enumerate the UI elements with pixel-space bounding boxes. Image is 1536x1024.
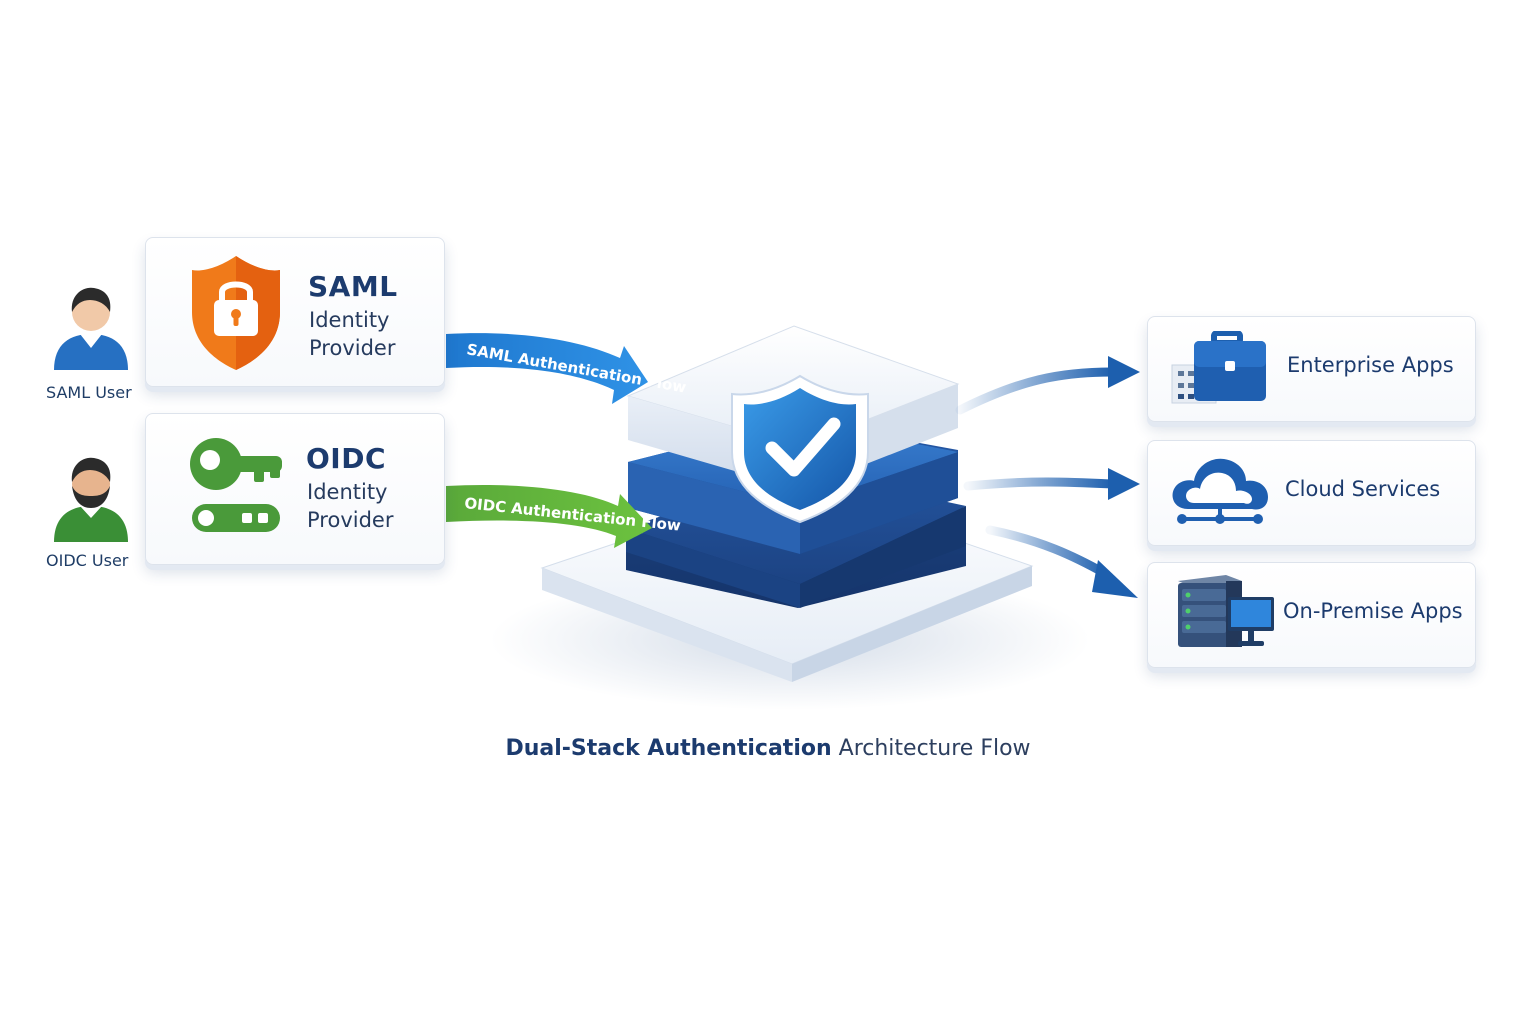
caption-bold: Dual-Stack Authentication: [505, 736, 832, 761]
oidc-identity-provider-card: OIDC Identity Provider: [145, 413, 445, 565]
cloud-network-icon: [1168, 455, 1272, 529]
saml-identity-provider-card: SAML Identity Provider: [145, 237, 445, 387]
shield-check-icon: [731, 374, 869, 524]
onprem-output-arrow: [985, 525, 1138, 598]
on-premise-apps-card: On-Premise Apps: [1147, 562, 1476, 668]
oidc-idp-title: OIDC: [306, 442, 387, 475]
saml-idp-subtitle-line2: Provider: [309, 336, 396, 360]
oidc-idp-subtitle-line1: Identity: [307, 480, 388, 504]
diagram-caption: Dual-Stack Authentication Architecture F…: [0, 736, 1536, 761]
saml-user-avatar-icon: [50, 282, 132, 372]
saml-flow-arrow: [446, 333, 648, 404]
caption-rest: Architecture Flow: [831, 736, 1031, 761]
oidc-user-label: OIDC User: [46, 551, 129, 570]
shield-lock-icon: [186, 252, 286, 372]
oidc-idp-subtitle-line2: Provider: [307, 508, 394, 532]
saml-idp-title: SAML: [308, 270, 398, 303]
cloud-services-card: Cloud Services: [1147, 440, 1476, 546]
saml-user-label: SAML User: [46, 383, 132, 402]
key-icon: [186, 434, 286, 538]
saml-idp-subtitle-line1: Identity: [309, 308, 390, 332]
oidc-user-avatar-icon: [50, 452, 132, 544]
enterprise-output-arrow: [955, 356, 1140, 415]
cloud-output-arrow: [963, 468, 1140, 500]
enterprise-apps-card: Enterprise Apps: [1147, 316, 1476, 422]
oidc-flow-arrow: [446, 484, 652, 548]
on-premise-apps-label: On-Premise Apps: [1283, 599, 1463, 623]
briefcase-building-icon: [1170, 330, 1270, 405]
enterprise-apps-label: Enterprise Apps: [1287, 353, 1454, 377]
server-monitor-icon: [1170, 571, 1276, 651]
cloud-services-label: Cloud Services: [1285, 477, 1441, 501]
